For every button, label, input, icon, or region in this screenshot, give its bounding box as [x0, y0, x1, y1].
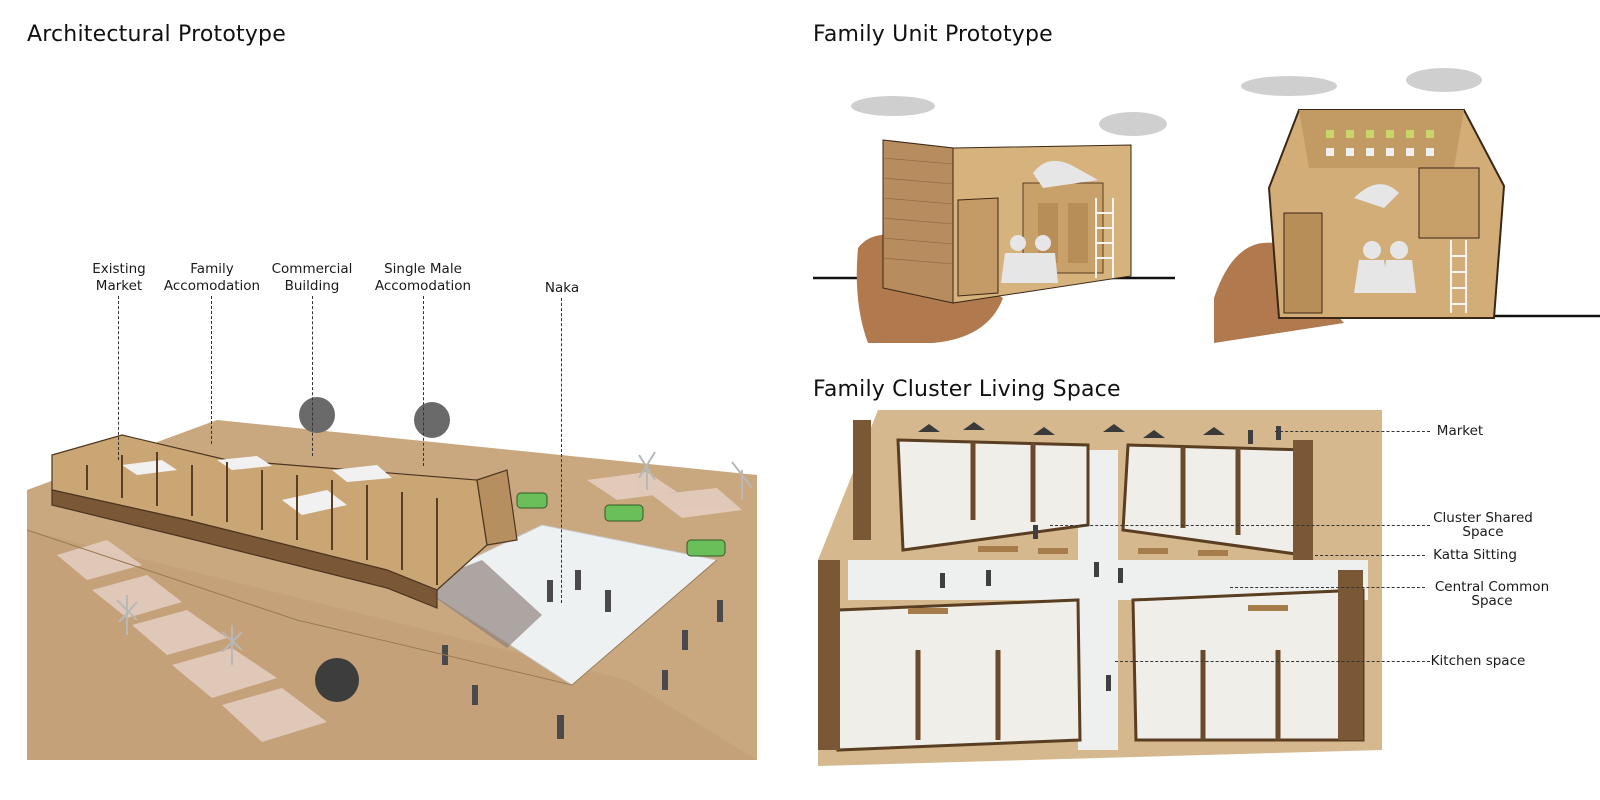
leader-line-kitchen-space: [1115, 661, 1430, 662]
site-label-naka: Naka: [544, 280, 580, 296]
cluster-label-market: Market: [1436, 423, 1484, 439]
family-unit-prototype-title: Family Unit Prototype: [813, 22, 1053, 47]
family-cluster-living-space-title: Family Cluster Living Space: [813, 377, 1121, 402]
leader-line-naka: [561, 298, 562, 603]
leader-line-commercial-building: [312, 296, 313, 456]
cluster-label-kitchen-space: Kitchen space: [1430, 653, 1526, 669]
leader-line-central-common-space: [1230, 587, 1425, 588]
leader-line-existing-market: [118, 296, 119, 460]
leader-line-single-male-accomodation: [423, 296, 424, 466]
cluster-label-katta-sitting: Katta Sitting: [1433, 547, 1517, 563]
family-cluster-model-image: [818, 410, 1382, 766]
architectural-prototype-title: Architectural Prototype: [27, 22, 286, 47]
leader-line-market: [1275, 431, 1430, 432]
family-unit-model-image-right: [1214, 68, 1600, 343]
leader-line-cluster-shared-space: [1050, 525, 1430, 526]
site-model-image: [27, 397, 757, 760]
leader-line-family-accomodation: [211, 296, 212, 444]
leader-line-katta-sitting: [1315, 555, 1425, 556]
family-unit-model-image-left: [813, 96, 1175, 343]
